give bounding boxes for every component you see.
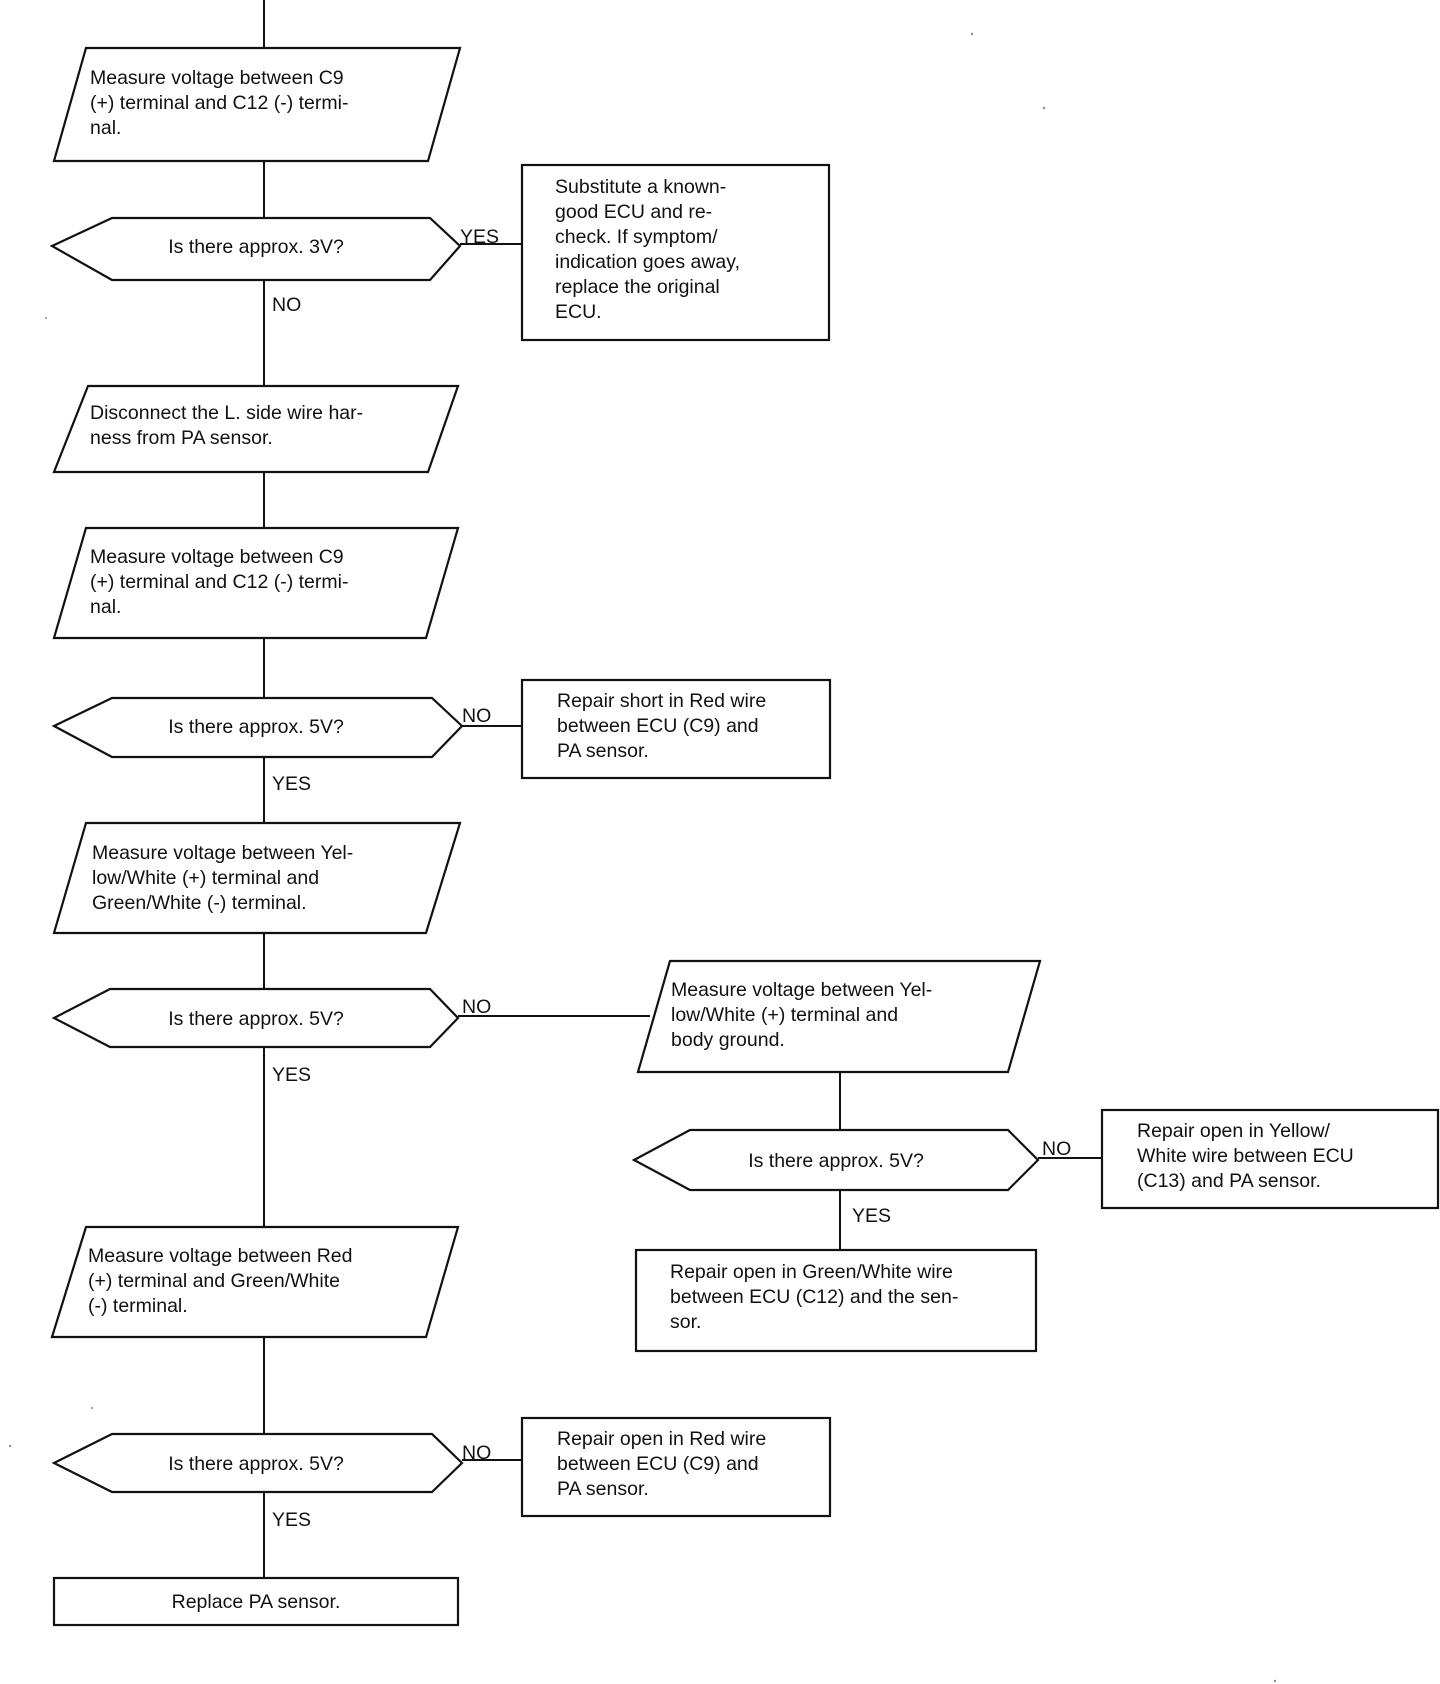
branch-label-yes: YES	[272, 1064, 311, 1086]
action-repair-open-red-wire: Repair open in Red wire between ECU (C9)…	[0, 0, 832, 1518]
action-repair-open-yellow-white-wire: Repair open in Yellow/ White wire betwee…	[1100, 1108, 1440, 1210]
decision-approx-3v: Is there approx. 3V?	[49, 216, 462, 282]
decision-text: Is there approx. 5V?	[748, 1150, 924, 1172]
decision-text: Is there approx. 5V?	[168, 1453, 344, 1475]
step-text: Measure voltage between Red (+) terminal…	[0, 0, 390, 1317]
step-text: Repair open in Yellow/ White wire betwee…	[1137, 1120, 1354, 1192]
branch-label-no: NO	[272, 294, 301, 316]
step-text: Measure voltage between C9 (+) terminal …	[0, 0, 386, 618]
branch-label-yes: YES	[272, 773, 311, 795]
step-measure-c9-c12-first: Measure voltage between C9 (+) terminal …	[0, 0, 462, 163]
decision-approx-5v-fourth: Is there approx. 5V?	[51, 1432, 464, 1494]
step-text: Repair open in Red wire between ECU (C9)…	[0, 0, 804, 1500]
decision-text: Is there approx. 5V?	[168, 1008, 344, 1030]
branch-label-yes: YES	[272, 1509, 311, 1531]
branch-label-no: NO	[462, 996, 491, 1018]
action-repair-short-red-wire: Repair short in Red wire between ECU (C9…	[0, 0, 832, 780]
action-replace-pa-sensor: Replace PA sensor.	[52, 1576, 460, 1627]
step-measure-c9-c12-second: Measure voltage between C9 (+) terminal …	[0, 0, 460, 640]
step-text: Disconnect the L. side wire har- ness fr…	[0, 0, 401, 449]
branch-label-yes: YES	[852, 1205, 891, 1227]
branch-label-no: NO	[1042, 1138, 1071, 1160]
step-measure-yellow-white-green-white: Measure voltage between Yel- low/White (…	[0, 0, 462, 935]
step-text: Repair short in Red wire between ECU (C9…	[0, 0, 804, 762]
step-text: Measure voltage between Yel- low/White (…	[0, 0, 970, 1051]
decision-text: Is there approx. 3V?	[168, 236, 344, 258]
step-measure-yellow-white-body-ground: Measure voltage between Yel- low/White (…	[0, 0, 1042, 1074]
decision-approx-5v-first: Is there approx. 5V?	[51, 696, 464, 759]
decision-text: Is there approx. 5V?	[168, 716, 344, 738]
branch-label-no: NO	[462, 1442, 491, 1464]
action-repair-open-green-white-wire: Repair open in Green/White wire between …	[634, 1248, 1038, 1353]
decision-approx-5v-third: Is there approx. 5V?	[631, 1128, 1040, 1192]
step-text: Replace PA sensor.	[172, 1591, 341, 1613]
step-text: Measure voltage between C9 (+) terminal …	[0, 0, 386, 139]
step-disconnect-harness: Disconnect the L. side wire har- ness fr…	[0, 0, 460, 474]
action-substitute-ecu: Substitute a known- good ECU and re- che…	[0, 0, 831, 342]
branch-label-no: NO	[462, 705, 491, 727]
step-text: Measure voltage between Yel- low/White (…	[0, 0, 391, 914]
branch-label-yes: YES	[460, 226, 499, 248]
scan-specks	[8, 32, 1277, 1683]
step-text: Substitute a known- good ECU and re- che…	[0, 0, 778, 323]
step-text: Repair open in Green/White wire between …	[670, 1261, 958, 1333]
step-measure-red-green-white: Measure voltage between Red (+) terminal…	[0, 0, 460, 1339]
decision-approx-5v-second: Is there approx. 5V?	[51, 987, 460, 1049]
